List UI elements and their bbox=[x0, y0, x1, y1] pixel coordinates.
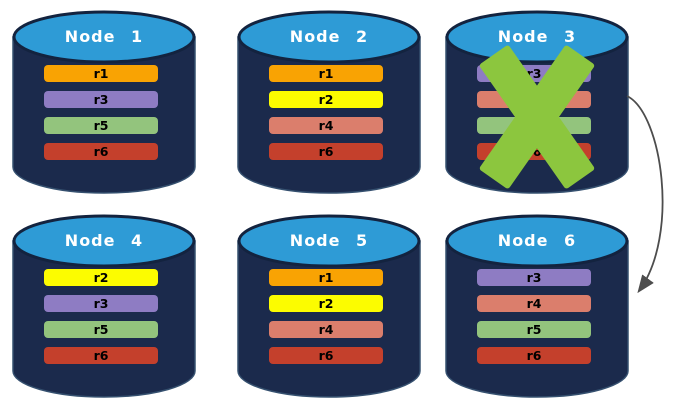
replica-bar-r3: r3 bbox=[44, 91, 158, 108]
replica-bar-r2: r2 bbox=[269, 295, 383, 312]
node-title: Node 2 bbox=[289, 27, 369, 46]
replica-bar-r5: r5 bbox=[477, 321, 591, 338]
replica-bar-r1: r1 bbox=[269, 65, 383, 82]
replica-bar-r1: r1 bbox=[269, 269, 383, 286]
replica-bar-r6: r6 bbox=[477, 347, 591, 364]
replica-list: r1 r3 r5 r6 bbox=[44, 65, 158, 160]
replica-bar-r2: r2 bbox=[269, 91, 383, 108]
replica-bar-r4: r4 bbox=[477, 295, 591, 312]
failure-x-icon bbox=[479, 45, 595, 189]
replica-bar-r2: r2 bbox=[44, 269, 158, 286]
replica-bar-r4: r4 bbox=[269, 321, 383, 338]
node-title: Node 3 bbox=[497, 27, 577, 46]
replica-bar-r3: r3 bbox=[44, 295, 158, 312]
storage-node-1: Node 1 r1 r3 r5 r6 bbox=[11, 7, 197, 197]
replica-bar-r6: r6 bbox=[269, 143, 383, 160]
replica-list: r1 r2 r4 r6 bbox=[269, 65, 383, 160]
replica-bar-r1: r1 bbox=[44, 65, 158, 82]
replica-bar-r6: r6 bbox=[44, 143, 158, 160]
failover-arrow-path bbox=[626, 95, 664, 294]
replica-bar-r5: r5 bbox=[44, 321, 158, 338]
storage-node-4: Node 4 r2 r3 r5 r6 bbox=[11, 211, 197, 401]
replica-list: r3 r4 r5 r6 bbox=[477, 269, 591, 364]
replica-bar-r4: r4 bbox=[269, 117, 383, 134]
node-title: Node 6 bbox=[497, 231, 577, 250]
replica-list: r1 r2 r4 r6 bbox=[269, 269, 383, 364]
node-title: Node 4 bbox=[64, 231, 144, 250]
replica-list: r2 r3 r5 r6 bbox=[44, 269, 158, 364]
storage-node-6: Node 6 r3 r4 r5 r6 bbox=[444, 211, 630, 401]
node-title: Node 5 bbox=[289, 231, 369, 250]
node-title: Node 1 bbox=[64, 27, 144, 46]
replica-bar-r6: r6 bbox=[44, 347, 158, 364]
replica-bar-r5: r5 bbox=[44, 117, 158, 134]
replica-bar-r3: r3 bbox=[477, 269, 591, 286]
storage-node-5: Node 5 r1 r2 r4 r6 bbox=[236, 211, 422, 401]
replica-bar-r6: r6 bbox=[269, 347, 383, 364]
storage-node-2: Node 2 r1 r2 r4 r6 bbox=[236, 7, 422, 197]
